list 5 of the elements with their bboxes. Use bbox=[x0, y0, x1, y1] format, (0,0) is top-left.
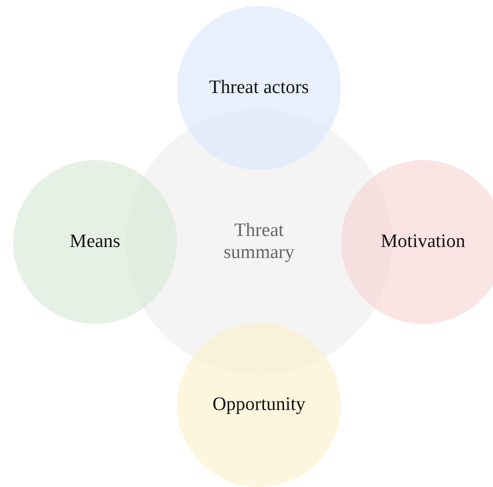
circle-label: Motivation bbox=[380, 231, 466, 253]
circle-label: Threat actors bbox=[209, 77, 309, 99]
circle-label: Means bbox=[70, 231, 120, 253]
circle-label: Threat summary bbox=[222, 220, 296, 264]
circle-label: Opportunity bbox=[212, 394, 306, 416]
